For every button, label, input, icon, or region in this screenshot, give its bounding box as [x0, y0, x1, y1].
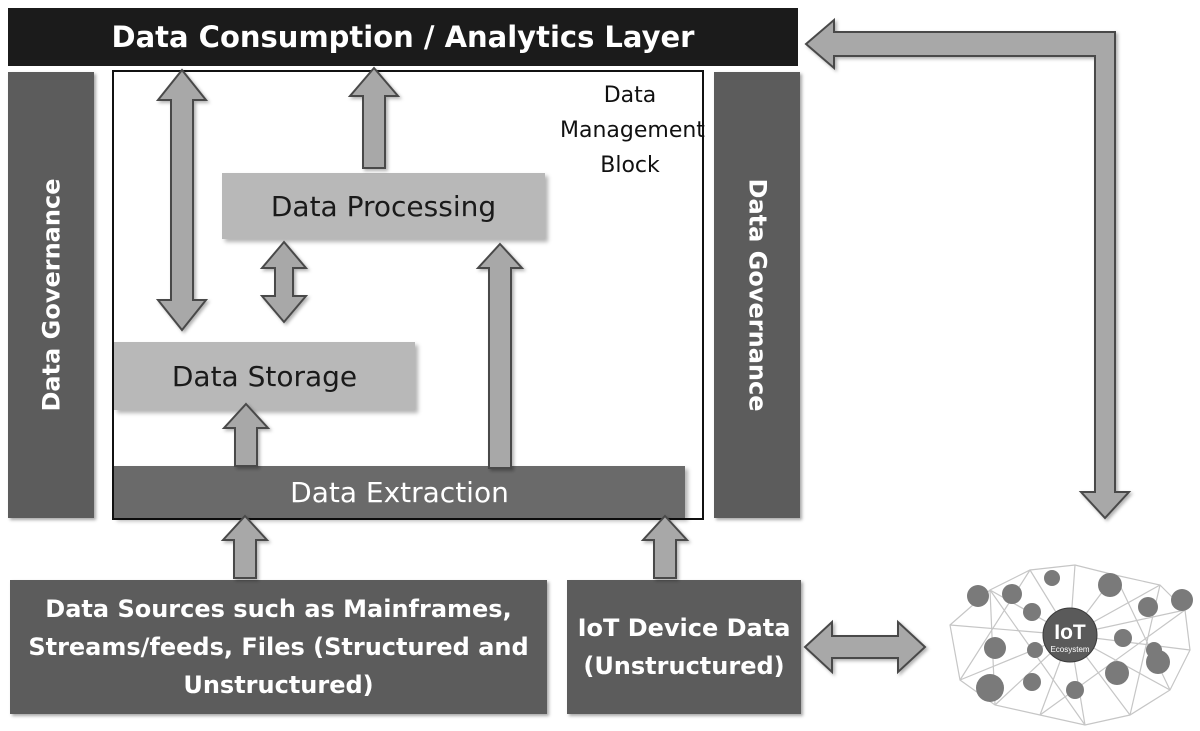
data-governance-right: Data Governance: [714, 72, 800, 518]
management-label-line: Data: [603, 83, 657, 108]
data-consumption-analytics-layer: Data Consumption / Analytics Layer: [8, 8, 798, 66]
satellite-icon: [1171, 589, 1193, 611]
data-processing-label: Data Processing: [270, 189, 497, 223]
management-label-line: Block: [600, 153, 660, 178]
arrow-iot-ecosystem: [803, 619, 927, 675]
device-icon: [1002, 584, 1022, 604]
home-icon: [1098, 573, 1122, 597]
arrow-extraction-to-storage: [221, 402, 271, 467]
data-storage-box: Data Storage: [114, 342, 415, 410]
gear-icon: [1146, 650, 1170, 674]
arrow-consumption-storage: [155, 68, 209, 332]
arrow-processing-storage: [259, 240, 309, 324]
device-icon: [1023, 603, 1041, 621]
consumption-layer-label: Data Consumption / Analytics Layer: [111, 20, 695, 54]
iot-ecosystem-title: IoT: [1054, 621, 1086, 644]
iot-device-line: IoT Device Data: [577, 614, 791, 642]
data-processing-box: Data Processing: [222, 173, 545, 239]
arrow-extraction-to-processing: [475, 242, 525, 469]
arrow-iot-to-extraction: [640, 514, 690, 579]
data-extraction-label: Data Extraction: [290, 475, 509, 509]
iot-ecosystem-subtitle: Ecosystem: [1050, 645, 1089, 654]
lock-icon: [984, 637, 1006, 659]
iot-device-line: (Unstructured): [583, 652, 785, 680]
arrow-sources-to-extraction: [220, 514, 270, 579]
iot-ecosystem-hub: [1042, 607, 1098, 663]
iot-device-icons: [967, 570, 1193, 702]
sources-line: Data Sources such as Mainframes,: [45, 595, 512, 623]
device-icon: [1114, 629, 1132, 647]
device-icon: [1023, 673, 1041, 691]
device-icon: [1105, 661, 1129, 685]
iot-device-data-box: IoT Device Data (Unstructured): [567, 580, 801, 714]
data-management-block-label: Data Management Block: [560, 78, 705, 183]
device-icon: [967, 585, 989, 607]
device-icon: [1138, 597, 1158, 617]
data-sources-box: Data Sources such as Mainframes, Streams…: [10, 580, 547, 714]
data-management-block-frame: [112, 70, 704, 520]
data-extraction-box: Data Extraction: [114, 466, 685, 518]
data-governance-left: Data Governance: [8, 72, 94, 518]
sources-line: Streams/feeds, Files (Structured and: [28, 633, 529, 661]
management-label-line: Management: [560, 118, 705, 143]
device-icon: [1066, 681, 1084, 699]
arrow-ecosystem-to-consumption: [804, 17, 1132, 520]
sources-line: Unstructured): [183, 671, 374, 699]
data-storage-label: Data Storage: [171, 359, 358, 393]
device-icon: [1044, 570, 1060, 586]
battery-icon: [976, 674, 1004, 702]
device-icon: [1027, 642, 1043, 658]
arrow-processing-to-consumption: [347, 66, 401, 169]
